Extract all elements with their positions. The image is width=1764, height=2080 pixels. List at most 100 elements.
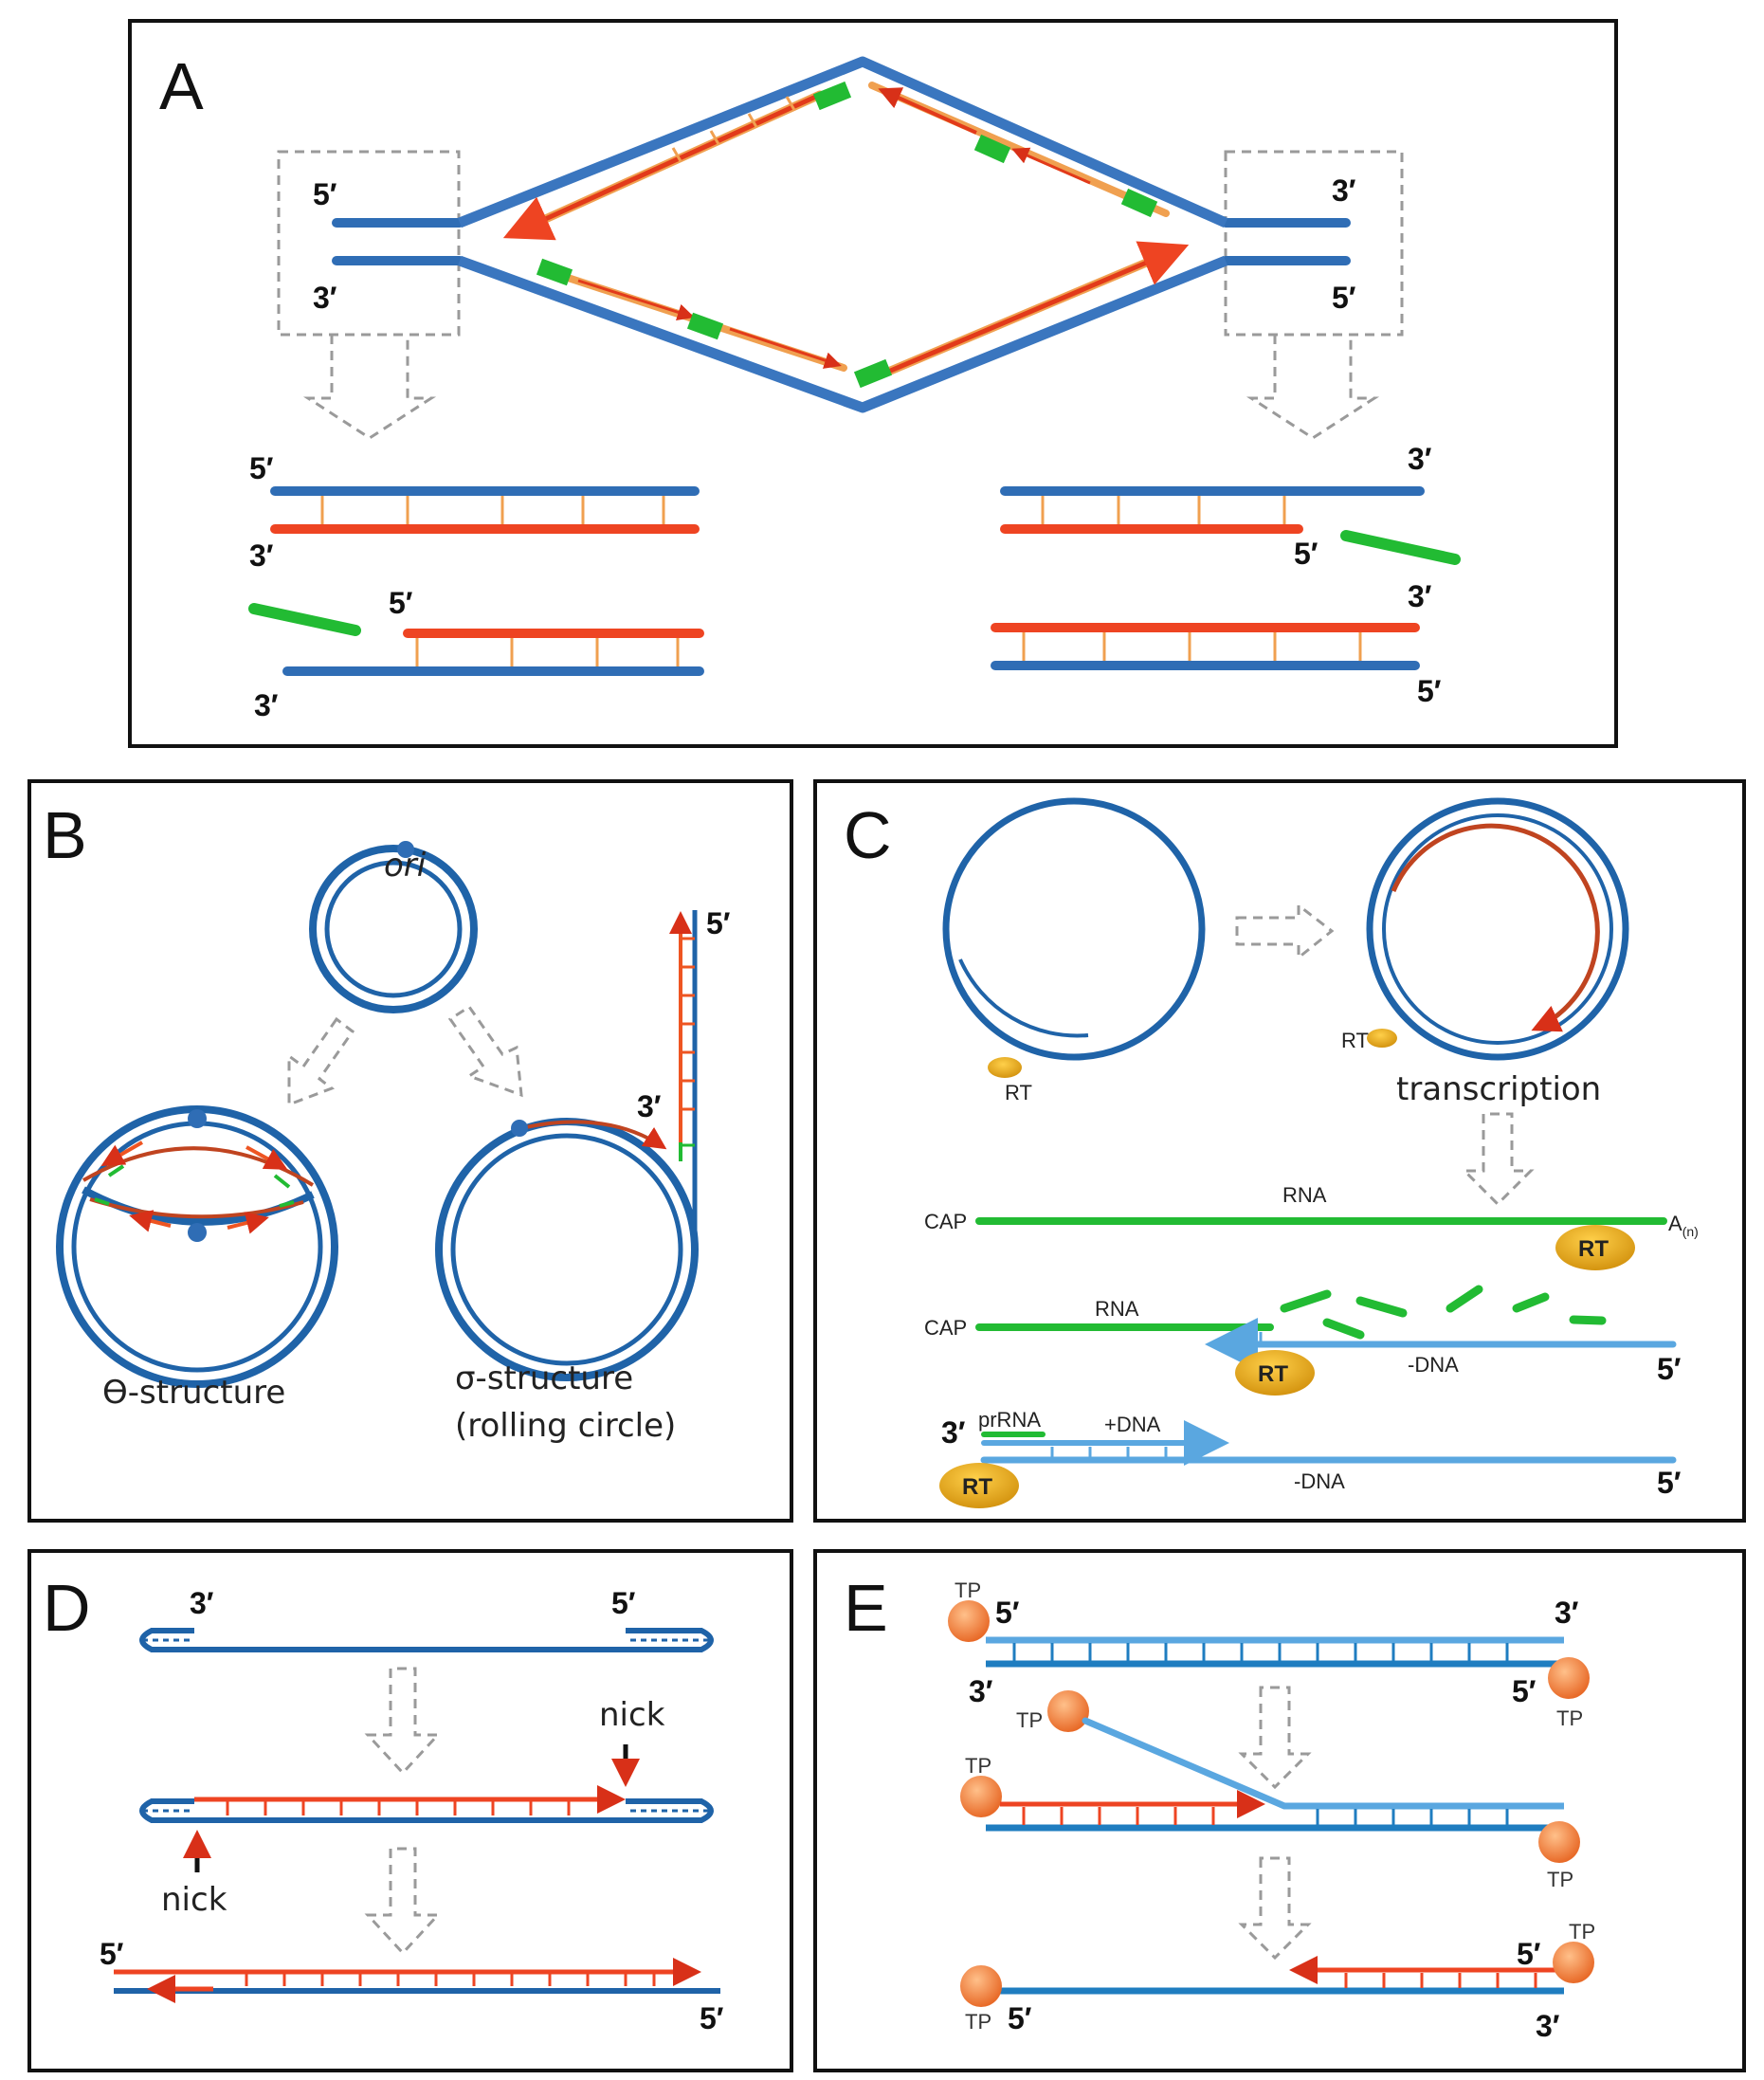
tp-protein-3 — [1047, 1690, 1089, 1732]
rt-enzyme-small — [988, 1057, 1022, 1078]
d-arrow-1 — [364, 1667, 442, 1776]
c-row2-5-prime: 5′ — [1657, 1352, 1682, 1386]
e-arrow-1 — [1238, 1686, 1312, 1790]
minus-dna-label-2: -DNA — [1294, 1469, 1345, 1493]
bubble-top-strand — [457, 56, 1228, 228]
hairpin-genome — [139, 1628, 714, 1652]
nick-label-right: nick — [599, 1696, 665, 1734]
e-row1-duplex — [948, 1600, 1590, 1699]
lower-right-products — [991, 486, 1461, 670]
panel-a-frame — [128, 19, 1618, 748]
tp-protein-2 — [1548, 1657, 1590, 1699]
rna-primers — [536, 81, 1158, 389]
lr-top-3-prime: 3′ — [1408, 442, 1432, 476]
fork-left-3-prime: 3′ — [313, 281, 337, 315]
tp-protein-6 — [960, 1965, 1002, 2007]
ll-top-5-prime: 5′ — [249, 451, 274, 485]
sigma-down-arrow — [447, 1004, 523, 1098]
panel-c-label: C — [844, 798, 892, 872]
e-row3-3-prime: 3′ — [1536, 2009, 1560, 2043]
panel-d: D 3′ 5′ nick nick — [27, 1549, 793, 2072]
tp-label-1: TP — [955, 1578, 981, 1602]
d-row3-5-prime: 5′ — [100, 1937, 124, 1971]
lagging-strand-upper-right — [868, 82, 1170, 217]
rna-label-2: RNA — [1095, 1297, 1139, 1321]
c-row3-5-prime: 5′ — [1657, 1466, 1682, 1500]
cap-label-2: CAP — [924, 1316, 967, 1340]
panel-c: C RT RT transcription CAP RNA A(n) RT CA… — [813, 779, 1746, 1523]
panel-b-label: B — [43, 798, 87, 872]
rt-label-1: RT — [1578, 1236, 1609, 1262]
e-row3-5-prime: 5′ — [1008, 2001, 1032, 2035]
rt-enzyme-3 — [939, 1463, 1019, 1508]
panel-a-label: A — [159, 49, 204, 123]
rt-label-left: RT — [1005, 1081, 1032, 1104]
extended-hairpin — [139, 1785, 714, 1823]
lower-left-products — [248, 486, 704, 676]
right-origin-box — [1224, 150, 1404, 337]
e-row3-duplex — [960, 1942, 1594, 2007]
e-row1-3-prime: 3′ — [969, 1674, 993, 1708]
e-arrow-2 — [1238, 1856, 1312, 1961]
panel-b: B ori — [27, 779, 793, 1523]
theta-caption: ϴ-structure — [102, 1374, 285, 1412]
ori-dot — [397, 841, 414, 858]
rna-label-1: RNA — [1282, 1183, 1327, 1207]
sigma-5-prime: 5′ — [706, 906, 731, 940]
prrna-label: prRNA — [978, 1408, 1041, 1432]
sigma-structure — [435, 910, 699, 1381]
tp-protein-1 — [948, 1600, 990, 1642]
cccDNA-circle — [1366, 797, 1629, 1061]
c-row3-3-prime: 3′ — [941, 1415, 966, 1450]
tp-protein-4 — [960, 1776, 1002, 1817]
cap-label-1: CAP — [924, 1210, 967, 1233]
tp-label-2: TP — [1556, 1706, 1583, 1730]
e-row1-5-prime: 5′ — [995, 1596, 1020, 1630]
e-row2-displacement — [960, 1690, 1580, 1863]
plasmid-circle — [309, 841, 478, 1013]
panel-e-label: E — [844, 1571, 888, 1645]
rt-enzyme-1 — [1555, 1225, 1635, 1270]
theta-down-arrow — [287, 1016, 355, 1107]
rt-label-2: RT — [1258, 1361, 1288, 1387]
sigma-caption-line2: (rolling circle) — [455, 1407, 676, 1445]
transcription-label: transcription — [1396, 1070, 1601, 1108]
rt-label-right: RT — [1341, 1029, 1369, 1052]
lr-bot-3-prime: 3′ — [1408, 579, 1432, 613]
theta-structure — [56, 1105, 338, 1388]
nick-label-left: nick — [161, 1881, 227, 1919]
d-row1-3-prime: 3′ — [190, 1586, 214, 1620]
rna-fragments — [1280, 1285, 1607, 1340]
panel-c-frame — [813, 779, 1746, 1523]
rcDNA-circle — [942, 797, 1206, 1078]
fork-right-3-prime: 3′ — [1332, 173, 1356, 208]
tp-protein-7 — [1553, 1942, 1594, 1983]
e-row3-5-prime-right: 5′ — [1517, 1937, 1541, 1971]
cccDNA-arrow — [1235, 902, 1335, 961]
ll-bot-3-prime: 3′ — [254, 688, 279, 722]
leading-strand-upper-left — [502, 90, 825, 241]
rt-label-3: RT — [962, 1474, 992, 1500]
bubble-bottom-strand — [458, 255, 1228, 413]
rt-enzyme-2 — [1235, 1350, 1315, 1396]
tp-protein-5 — [1538, 1821, 1580, 1863]
tp-label-4: TP — [965, 1754, 991, 1778]
minus-dna-label-1: -DNA — [1408, 1353, 1459, 1377]
panel-d-label: D — [43, 1571, 91, 1645]
e-row1-3-prime-right: 3′ — [1555, 1596, 1579, 1630]
tp-label-7: TP — [1569, 1920, 1595, 1943]
ll-bot-5-prime: 5′ — [389, 586, 413, 620]
lr-top-5-prime: 5′ — [1294, 537, 1318, 571]
tp-label-3: TP — [1016, 1708, 1043, 1732]
d-row1-5-prime: 5′ — [611, 1586, 636, 1620]
resolved-duplex — [114, 1958, 720, 2003]
transcription-arrow — [1461, 1112, 1535, 1207]
sigma-caption-line1: σ-structure — [455, 1359, 633, 1397]
panel-a: A — [128, 19, 1618, 748]
ori-label: ori — [384, 847, 427, 885]
fork-left-5-prime: 5′ — [313, 177, 337, 211]
e-row1-5-prime-right: 5′ — [1512, 1674, 1537, 1708]
leading-strand-lower-right — [877, 241, 1190, 379]
d-row3-5-prime-right: 5′ — [700, 2001, 724, 2035]
